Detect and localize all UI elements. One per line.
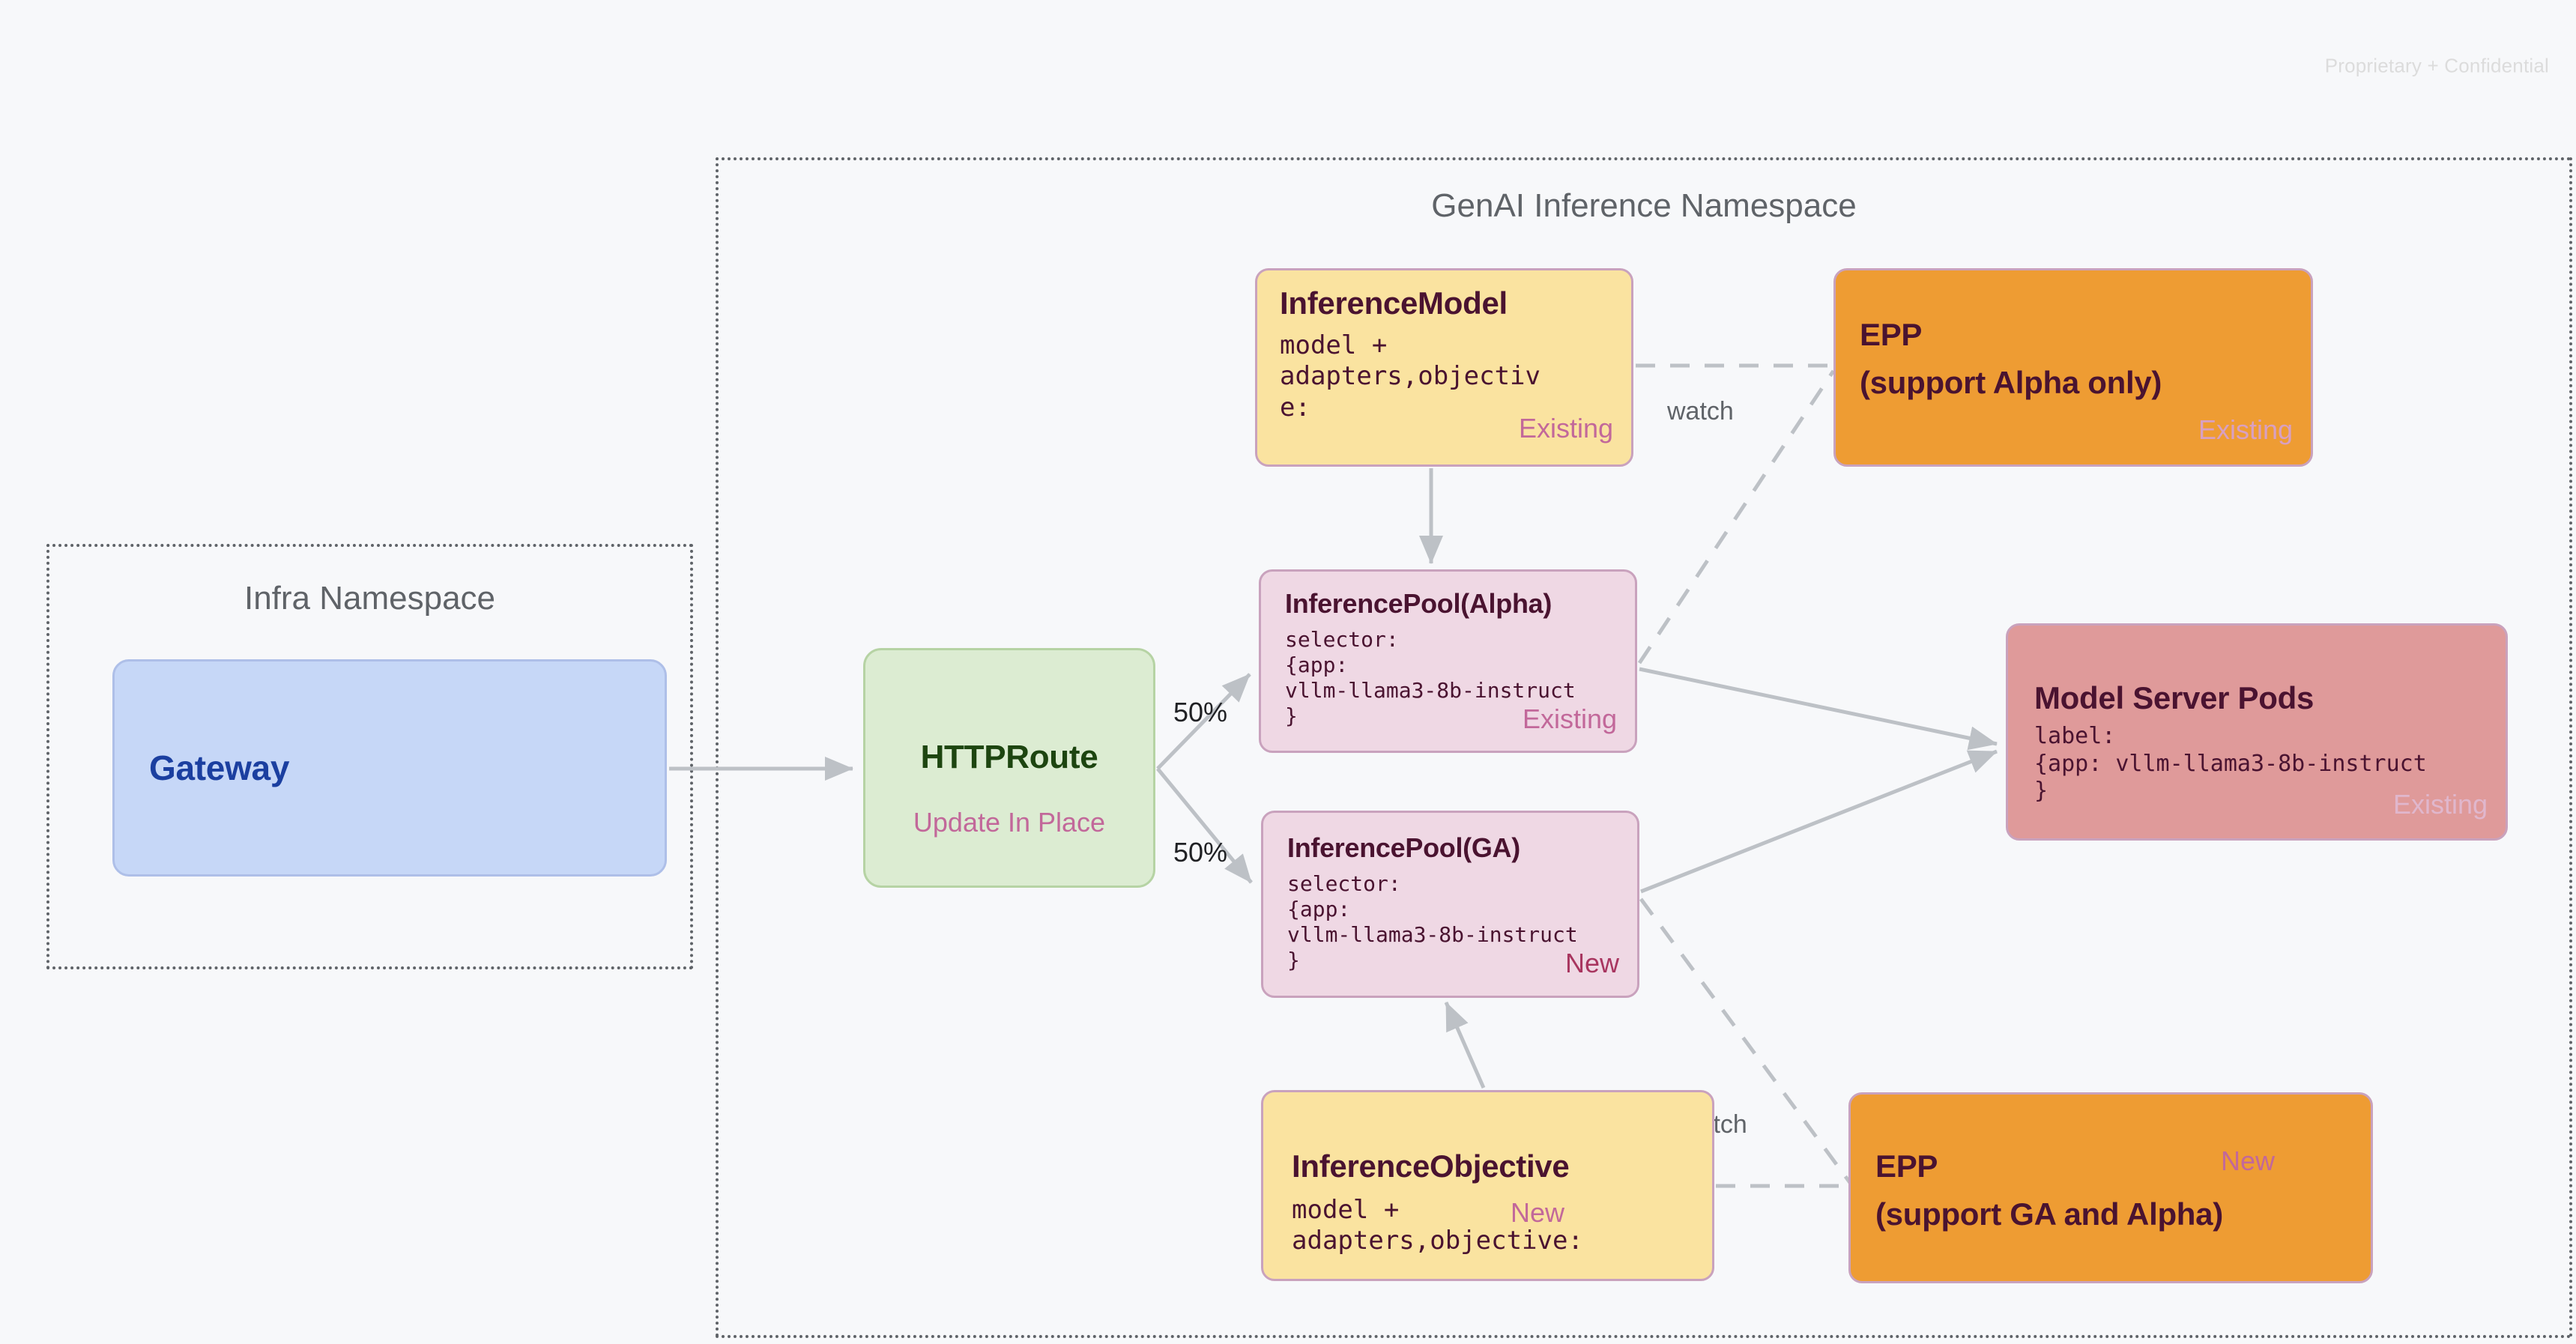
node-inference-objective-body: model + adapters,objective: (1292, 1195, 1583, 1256)
node-epp-ga-tag: New (2220, 1145, 2275, 1176)
node-epp-ga[interactable]: EPP (support GA and Alpha) New (1848, 1092, 2373, 1283)
genai-namespace-title: GenAI Inference Namespace (1431, 187, 1857, 224)
node-httproute-title: HTTPRoute (920, 739, 1098, 775)
node-inference-model[interactable]: InferenceModel model + adapters,objectiv… (1255, 268, 1633, 467)
node-model-server-pods-tag: Existing (2392, 789, 2488, 820)
node-epp-alpha-title-line1: EPP (1860, 317, 1923, 352)
edge-label-percent-top: 50% (1173, 697, 1228, 727)
infra-namespace-container: Infra Namespace (46, 544, 693, 969)
node-inference-pool-alpha-title: InferencePool(Alpha) (1285, 588, 1552, 619)
node-inference-model-title: InferenceModel (1280, 285, 1508, 321)
node-inference-pool-ga[interactable]: InferencePool(GA) selector: {app: vllm-l… (1261, 811, 1639, 998)
node-epp-ga-title-line2: (support GA and Alpha) (1875, 1196, 2223, 1232)
node-inference-model-body: model + adapters,objectiv e: (1280, 330, 1541, 423)
node-inference-pool-alpha-body: selector: {app: vllm-llama3-8b-instruct … (1285, 627, 1576, 729)
node-epp-alpha-title-line2: (support Alpha only) (1860, 365, 2162, 400)
node-httproute-tag: Update In Place (913, 807, 1106, 838)
node-model-server-pods[interactable]: Model Server Pods label: {app: vllm-llam… (2006, 623, 2508, 841)
edge-label-percent-bottom: 50% (1173, 837, 1228, 868)
edge-label-watch-top: watch (1667, 397, 1734, 426)
node-epp-ga-title-line1: EPP (1875, 1148, 1938, 1184)
node-inference-model-tag: Existing (1518, 413, 1613, 444)
node-model-server-pods-title: Model Server Pods (2034, 680, 2315, 715)
node-inference-objective-title: InferenceObjective (1292, 1148, 1570, 1184)
node-inference-objective[interactable]: InferenceObjective model + adapters,obje… (1261, 1090, 1714, 1281)
genai-namespace-container: GenAI Inference Namespace (716, 157, 2572, 1338)
infra-namespace-title: Infra Namespace (244, 580, 496, 617)
node-inference-objective-tag: New (1511, 1197, 1565, 1228)
node-inference-pool-alpha-tag: Existing (1522, 703, 1617, 734)
node-model-server-pods-body: label: {app: vllm-llama3-8b-instruct } (2034, 723, 2427, 805)
node-inference-pool-ga-tag: New (1564, 948, 1619, 978)
node-epp-alpha[interactable]: EPP (support Alpha only) Existing (1833, 268, 2313, 467)
node-gateway-title: Gateway (149, 748, 290, 787)
node-inference-pool-ga-title: InferencePool(GA) (1287, 832, 1520, 863)
node-inference-pool-alpha[interactable]: InferencePool(Alpha) selector: {app: vll… (1259, 569, 1637, 753)
node-gateway[interactable]: Gateway (112, 659, 667, 877)
node-epp-alpha-tag: Existing (2198, 414, 2293, 445)
confidential-notice: Proprietary + Confidential (2324, 54, 2549, 77)
node-inference-pool-ga-body: selector: {app: vllm-llama3-8b-instruct … (1287, 871, 1578, 973)
node-httproute[interactable]: HTTPRoute Update In Place (863, 648, 1155, 888)
